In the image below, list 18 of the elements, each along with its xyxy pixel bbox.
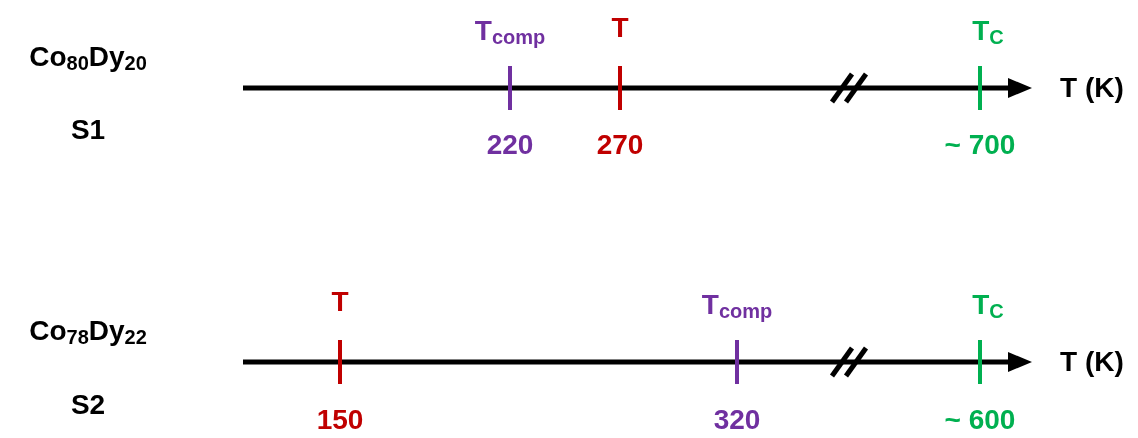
tick-value: 270: [596, 129, 644, 161]
tick-value: 320: [713, 404, 761, 436]
tick-label: T: [611, 12, 629, 44]
sample-label: Co$_{78}$Dy$_{22}$: [29, 316, 147, 348]
axis-label: T (K): [1060, 346, 1124, 378]
tick-label: T$_{comp}$: [701, 290, 773, 322]
tick-value: ~ 700: [944, 129, 1016, 161]
tick-label: T$_{C}$: [972, 290, 1004, 322]
axis-label: T (K): [1060, 72, 1124, 104]
sample-label: S2: [70, 389, 106, 421]
tick-label: T$_{C}$: [972, 16, 1004, 48]
tick-value: 150: [316, 404, 364, 436]
sample-label: Co$_{80}$Dy$_{20}$: [29, 42, 147, 74]
tick-label: T$_{comp}$: [474, 16, 546, 48]
tick-label: T: [331, 286, 349, 318]
sample-label: S1: [70, 114, 106, 146]
tick-value: 220: [486, 129, 534, 161]
tick-value: ~ 600: [944, 404, 1016, 436]
